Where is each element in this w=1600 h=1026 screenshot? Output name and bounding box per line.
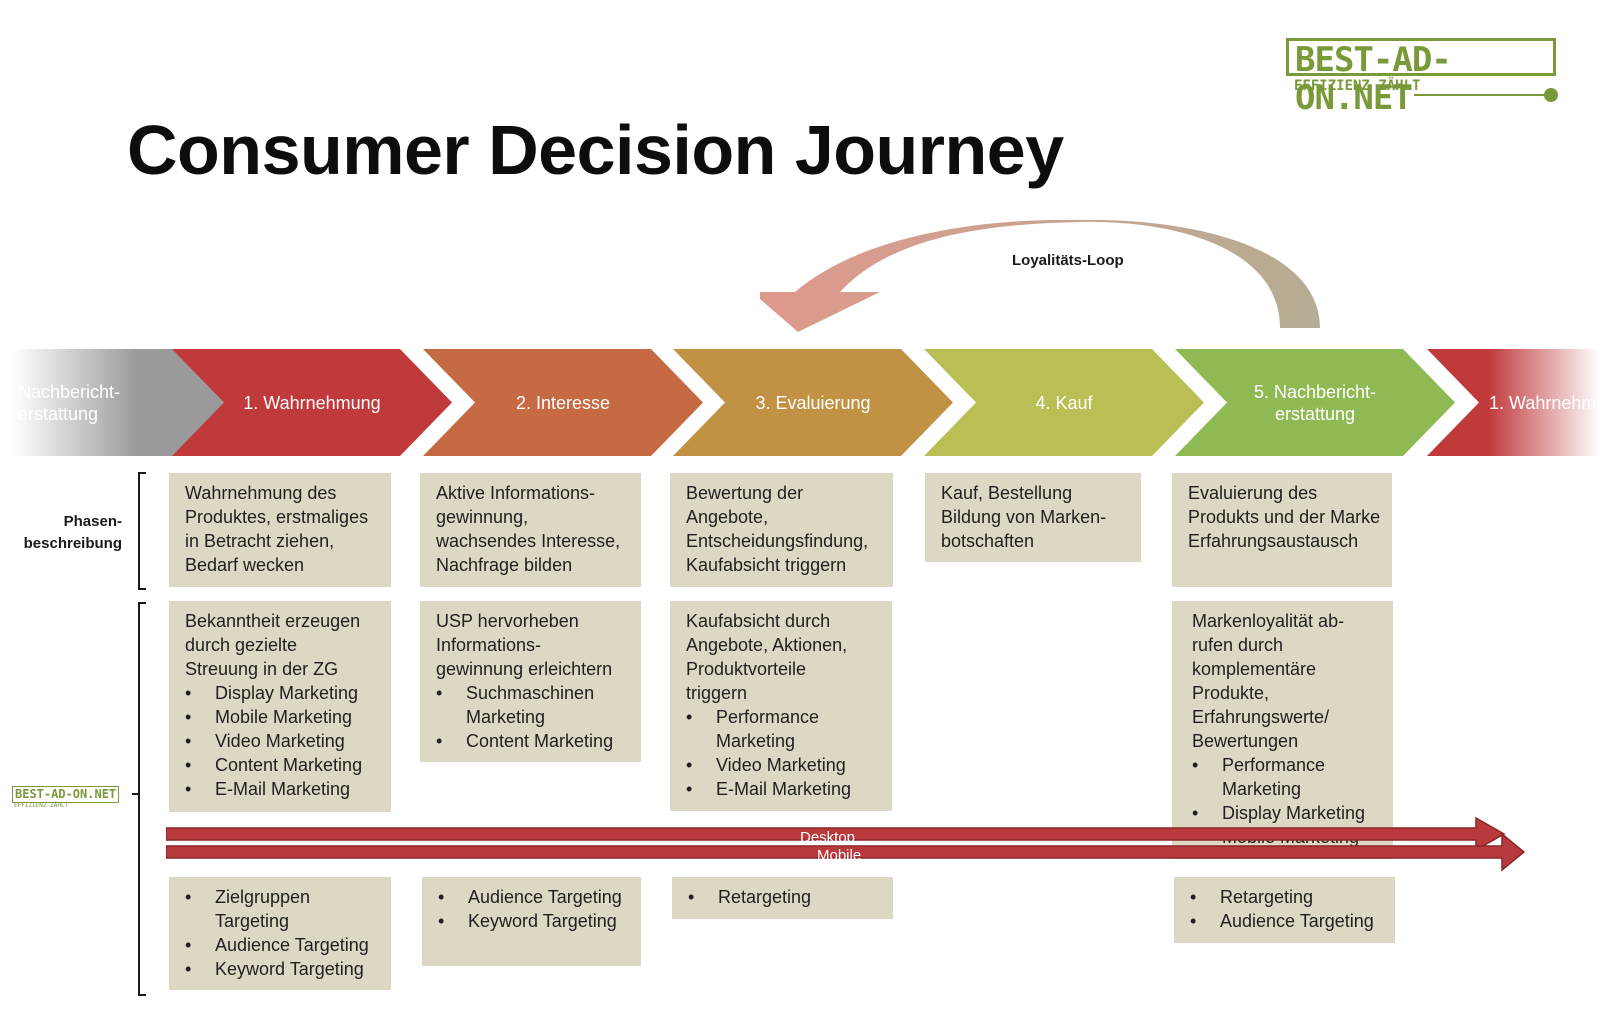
phase-label: Nachbericht-erstattung	[18, 381, 120, 425]
targeting-list: Audience TargetingKeyword Targeting	[438, 885, 631, 933]
channel-arrows	[166, 816, 1526, 872]
strategy-intro-line: Produkte,	[1192, 683, 1270, 703]
page-title: Consumer Decision Journey	[127, 111, 1064, 189]
logo-underline	[1414, 94, 1546, 96]
strategy-list: Display MarketingMobile MarketingVideo M…	[185, 681, 381, 801]
strategy-item: E-Mail Marketing	[185, 777, 381, 801]
targeting-box-2: Audience TargetingKeyword Targeting	[422, 877, 641, 966]
strategy-item: Content Marketing	[185, 753, 381, 777]
strategy-item: Performance Marketing	[1192, 753, 1383, 801]
logo-dot	[1544, 88, 1558, 102]
description-box-1: Wahrnehmung des Produktes, erstmaliges i…	[169, 473, 391, 587]
targeting-item: Zielgruppen Targeting	[185, 885, 381, 933]
small-logo-tagline: EFFIZIENZ ZÄHLT	[14, 802, 69, 809]
strategy-item: Content Marketing	[436, 729, 631, 753]
strategy-intro-line: Angebote, Aktionen,	[686, 635, 848, 655]
phase-label: 1. Wahrnehmung	[243, 392, 380, 414]
phase-label-line-1: Nachbericht-	[18, 381, 121, 402]
phase-label: 1. Wahrnehmung	[1489, 392, 1600, 414]
strategy-intro-line: rufen durch	[1192, 635, 1284, 655]
phase-label: 4. Kauf	[1035, 392, 1092, 414]
loyalty-loop-arrow	[760, 220, 1320, 332]
strategy-intro-line: Bewertungen	[1192, 731, 1299, 751]
strategy-box-4: Markenloyalität ab-rufen durch komplement…	[1172, 601, 1393, 859]
targeting-list: Retargeting	[688, 885, 883, 909]
phase-label-line-1: 5. Nachbericht-	[1253, 381, 1377, 402]
phase-description-label: Phasen- beschreibung	[10, 511, 122, 555]
phase-label: 3. Evaluierung	[755, 392, 870, 414]
strategy-intro-line: Kaufabsicht durch	[686, 611, 831, 631]
strategy-intro-line: USP hervorheben	[436, 611, 579, 631]
targeting-item: Keyword Targeting	[438, 909, 631, 933]
strategy-list: Suchmaschinen MarketingContent Marketing	[436, 681, 631, 753]
targeting-list: RetargetingAudience Targeting	[1190, 885, 1385, 933]
targeting-item: Audience Targeting	[1190, 909, 1385, 933]
targeting-list: Zielgruppen TargetingAudience TargetingK…	[185, 885, 381, 981]
strategy-intro-line: komplementäre	[1192, 659, 1317, 679]
logo-tagline: EFFIZIENZ ZÄHLT	[1294, 78, 1421, 94]
phase-label-line-2: erstattung	[1274, 403, 1356, 424]
small-brand-logo: BEST-AD-ON.NET EFFIZIENZ ZÄHLT	[12, 786, 120, 810]
strategy-intro-line: gewinnung erleichtern	[436, 659, 613, 679]
strategy-item: Mobile Marketing	[185, 705, 381, 729]
description-box-5: Evaluierung des Produkts und der Marke E…	[1172, 473, 1392, 587]
targeting-box-3: Retargeting	[672, 877, 893, 919]
desktop-label: Desktop	[800, 829, 856, 846]
strategy-intro-line: Markenloyalität ab-	[1192, 611, 1345, 631]
strategy-item: Display Marketing	[185, 681, 381, 705]
phase-label-line-2: beschreibung	[23, 535, 122, 552]
strategy-intro-line: Bekanntheit erzeugen	[185, 611, 361, 631]
phase-label-line-1: 1. Wahrnehmung	[1489, 392, 1600, 413]
phase-label-line-1: 3. Evaluierung	[755, 392, 871, 413]
strategy-intro-line: Streuung in der ZG	[185, 659, 339, 679]
phase-chevron-4: 3. Evaluierung	[673, 349, 953, 456]
strategy-intro-line: Produktvorteile	[686, 659, 807, 679]
brand-logo: BEST-AD-ON.NET EFFIZIENZ ZÄHLT	[1286, 38, 1566, 117]
targeting-item: Audience Targeting	[185, 933, 381, 957]
strategy-bracket	[138, 602, 146, 996]
strategy-item: Video Marketing	[185, 729, 381, 753]
targeting-item: Audience Targeting	[438, 885, 631, 909]
description-box-4: Kauf, Bestellung Bildung von Marken-bots…	[925, 473, 1141, 562]
bracket-tick	[132, 793, 138, 795]
phase-chevron-5: 4. Kauf	[924, 349, 1204, 456]
targeting-item: Keyword Targeting	[185, 957, 381, 981]
phase-label-line-1: 4. Kauf	[1035, 392, 1093, 413]
phase-label-line-2: erstattung	[18, 403, 99, 424]
phase-chevron-7: 1. Wahrnehmung	[1427, 349, 1600, 456]
description-box-3: Bewertung der Angebote, Entscheidungsfin…	[670, 473, 893, 587]
targeting-box-1: Zielgruppen TargetingAudience TargetingK…	[169, 877, 391, 990]
targeting-item: Retargeting	[1190, 885, 1385, 909]
strategy-intro-line: triggern	[686, 683, 748, 703]
phase-chevron-2: 1. Wahrnehmung	[172, 349, 452, 456]
strategy-item: Performance Marketing	[686, 705, 882, 753]
phase-label-line-1: Phasen-	[63, 513, 122, 530]
strategy-item: Display Marketing	[1192, 801, 1383, 825]
phase-label-line-1: 1. Wahrnehmung	[243, 392, 381, 413]
description-box-2: Aktive Informations-gewinnung, wachsende…	[420, 473, 641, 587]
description-bracket	[138, 472, 146, 590]
small-logo-text: BEST-AD-ON.NET	[12, 786, 120, 803]
strategy-intro-line: Informations-	[436, 635, 542, 655]
phase-label-line-1: 2. Interesse	[515, 392, 611, 413]
targeting-item: Retargeting	[688, 885, 883, 909]
loyalty-loop-label: Loyalitäts-Loop	[1012, 252, 1124, 269]
strategy-item: Suchmaschinen Marketing	[436, 681, 631, 729]
phase-label: 2. Interesse	[516, 392, 610, 414]
strategy-item: E-Mail Marketing	[686, 777, 882, 801]
strategy-item: Video Marketing	[686, 753, 882, 777]
phase-chevron-3: 2. Interesse	[423, 349, 703, 456]
targeting-box-4: RetargetingAudience Targeting	[1174, 877, 1395, 943]
phase-chevron-6: 5. Nachbericht-erstattung	[1175, 349, 1455, 456]
logo-text: BEST-AD-ON.NET	[1286, 38, 1556, 117]
phase-label: 5. Nachbericht-erstattung	[1254, 381, 1376, 425]
strategy-list: Performance MarketingVideo MarketingE-Ma…	[686, 705, 882, 801]
strategy-intro-line: durch gezielte	[185, 635, 298, 655]
mobile-label: Mobile	[817, 847, 862, 864]
strategy-intro-line: Erfahrungswerte/	[1192, 707, 1330, 727]
